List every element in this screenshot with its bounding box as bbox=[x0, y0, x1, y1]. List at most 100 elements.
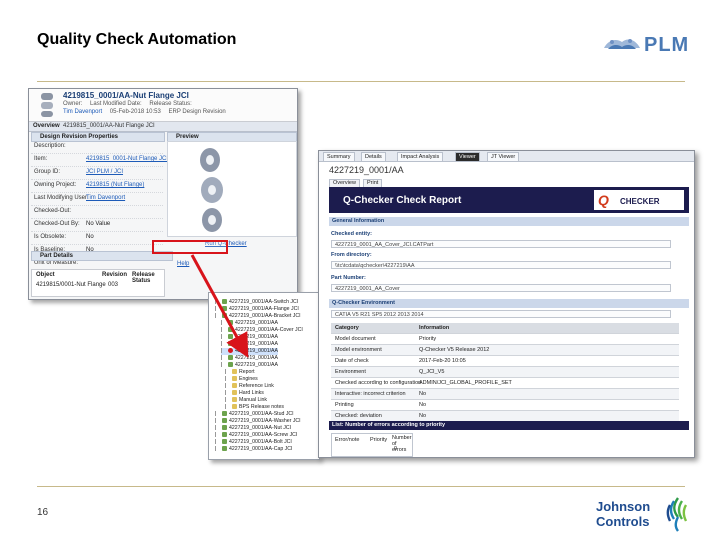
tree-node-label: Report bbox=[239, 369, 255, 375]
tree-node-label: 4227219_0001/AA bbox=[235, 348, 278, 354]
plm-emblem-icon bbox=[604, 39, 640, 49]
tree-node[interactable]: 4227219_0001/AA-Washer JCI bbox=[215, 418, 301, 425]
expand-toggle-icon[interactable] bbox=[221, 355, 227, 360]
tree-node[interactable]: BPS Release notes bbox=[225, 404, 284, 411]
help-action[interactable]: Help bbox=[177, 261, 190, 267]
tree-node[interactable]: 4227219_0001/AA-Bracket JCI bbox=[215, 313, 301, 320]
user-link[interactable]: Tim Davenport bbox=[86, 195, 126, 201]
table-cell: Model document bbox=[335, 336, 376, 342]
tree-node[interactable]: 4227219_0001/AA bbox=[221, 348, 278, 355]
section-part-details[interactable]: Part Details bbox=[31, 251, 173, 261]
tree-node[interactable]: 4227219_0001/AA bbox=[221, 362, 278, 369]
expand-toggle-icon[interactable] bbox=[225, 376, 231, 381]
tree-node[interactable]: Report bbox=[225, 369, 255, 376]
expand-toggle-icon[interactable] bbox=[221, 362, 227, 367]
table-cell[interactable]: 4219815/0001-Nut Flange bbox=[36, 282, 106, 288]
expand-toggle-icon[interactable] bbox=[215, 313, 221, 318]
run-qchecker-action[interactable]: Run Q-Checker bbox=[205, 241, 247, 247]
column-header[interactable]: Object bbox=[36, 272, 55, 278]
tree-node[interactable]: 4227219_0001/AA bbox=[221, 341, 278, 348]
table-cell: No bbox=[419, 391, 427, 397]
expand-toggle-icon[interactable] bbox=[215, 411, 221, 416]
item-link[interactable]: 4219815_0001-Nut Flange JCI bbox=[86, 156, 169, 162]
tree-node[interactable]: 4227219_0001/AA-Screw JCI bbox=[215, 432, 297, 439]
expand-toggle-icon[interactable] bbox=[225, 383, 231, 388]
tab-details[interactable]: Details bbox=[361, 152, 386, 162]
table-cell: 2017-Feb-20 10:05 bbox=[419, 358, 466, 364]
tab-summary[interactable]: Summary bbox=[323, 152, 355, 162]
plm-logo: PLM bbox=[600, 30, 690, 60]
tree-node[interactable]: 4227219_0001/AA-Stud JCI bbox=[215, 411, 294, 418]
run-qchecker-highlight bbox=[152, 240, 228, 254]
expand-toggle-icon[interactable] bbox=[215, 418, 221, 423]
tab-impact-analysis[interactable]: Impact Analysis bbox=[397, 152, 444, 162]
qchecker-report-screenshot: Summary Details Impact Analysis Viewer J… bbox=[318, 150, 695, 458]
meta-label: Owner: bbox=[63, 101, 83, 107]
item-revision-icon bbox=[228, 327, 233, 332]
expand-toggle-icon[interactable] bbox=[225, 369, 231, 374]
expand-toggle-icon[interactable] bbox=[221, 320, 227, 325]
property-row: Checked-Out By:No Value bbox=[31, 219, 163, 232]
tree-node[interactable]: 4227219_0001/AA-Cap JCI bbox=[215, 446, 292, 453]
expand-toggle-icon[interactable] bbox=[215, 425, 221, 430]
expand-toggle-icon[interactable] bbox=[225, 397, 231, 402]
tree-node[interactable]: 4227219_0001/AA-Switch JCI bbox=[215, 299, 298, 306]
expand-toggle-icon[interactable] bbox=[215, 446, 221, 451]
tree-node[interactable]: 4227219_0001/AA bbox=[221, 355, 278, 362]
tree-node[interactable]: 4227219_0001/AA-Cover JCI bbox=[221, 327, 303, 334]
group-link[interactable]: JCI PLM / JCI bbox=[86, 169, 124, 175]
expand-toggle-icon[interactable] bbox=[221, 348, 227, 353]
expand-toggle-icon[interactable] bbox=[215, 439, 221, 444]
field-label: Checked entity: bbox=[331, 231, 372, 237]
tab-viewer[interactable]: Viewer bbox=[455, 152, 480, 162]
tree-node-label: 4227219_0001/AA bbox=[235, 355, 278, 361]
expand-toggle-icon[interactable] bbox=[215, 299, 221, 304]
jc-logo-line1: Johnson bbox=[596, 499, 651, 514]
item-revision-icon bbox=[232, 397, 237, 402]
tab-jt-viewer[interactable]: JT Viewer bbox=[487, 152, 520, 162]
tree-node[interactable]: 4227219_0001/AA-Bolt JCI bbox=[215, 439, 292, 446]
tree-node[interactable]: 4227219_0001/AA-Nut JCI bbox=[215, 425, 291, 432]
owner-link[interactable]: Tim Davenport bbox=[63, 109, 103, 115]
property-row: Last Modifying User:Tim Davenport bbox=[31, 193, 163, 206]
property-row: Description: bbox=[31, 141, 163, 154]
expand-toggle-icon[interactable] bbox=[221, 341, 227, 346]
footer-rule bbox=[37, 486, 685, 487]
section-general-info: General Information bbox=[329, 217, 689, 226]
tree-node[interactable]: Manual Link bbox=[225, 397, 267, 404]
table-cell: No bbox=[419, 413, 427, 419]
tree-node[interactable]: Reference Link bbox=[225, 383, 274, 390]
column-header[interactable]: Release Status bbox=[132, 272, 155, 284]
tree-node[interactable]: Engines bbox=[225, 376, 258, 383]
field-label: From directory: bbox=[331, 252, 372, 258]
expand-toggle-icon[interactable] bbox=[215, 432, 221, 437]
section-design-revision-properties[interactable]: Design Revision Properties bbox=[31, 132, 165, 142]
expand-toggle-icon[interactable] bbox=[215, 306, 221, 311]
expand-toggle-icon[interactable] bbox=[225, 390, 231, 395]
tree-node-label: 4227219_0001/AA-Screw JCI bbox=[229, 432, 298, 438]
item-revision-icon bbox=[222, 446, 227, 451]
page-number: 16 bbox=[37, 507, 49, 518]
tree-node[interactable]: 4227219_0001/AA bbox=[221, 320, 278, 327]
severity-table: Error/note Priority Number of errors 0 bbox=[331, 433, 413, 457]
table-header-row: Category Information bbox=[331, 323, 679, 334]
overview-bar: Overview 4219815_0001/AA-Nut Flange JCI bbox=[29, 122, 297, 132]
project-link[interactable]: 4219815 (Nut Flange) bbox=[86, 182, 145, 188]
tree-node[interactable]: Hard Links bbox=[225, 390, 264, 397]
tab-overview[interactable]: Overview bbox=[33, 123, 60, 129]
item-revision-icon bbox=[232, 390, 237, 395]
expand-toggle-icon[interactable] bbox=[225, 404, 231, 409]
table-cell: 003 bbox=[108, 282, 119, 288]
tree-node[interactable]: 4227219_0001/AA-Flange JCI bbox=[215, 306, 299, 313]
report-tabs: Summary Details Impact Analysis Viewer J… bbox=[319, 151, 694, 162]
column-header[interactable]: Revision bbox=[102, 272, 128, 278]
table-cell: Model environment bbox=[335, 347, 382, 353]
item-revision-icon bbox=[228, 320, 233, 325]
tree-node[interactable]: 4227219_0001/AA bbox=[221, 334, 278, 341]
expand-toggle-icon[interactable] bbox=[221, 334, 227, 339]
expand-toggle-icon[interactable] bbox=[221, 327, 227, 332]
report-banner: Q-Checker Check Report Q CHECKER bbox=[329, 187, 689, 213]
